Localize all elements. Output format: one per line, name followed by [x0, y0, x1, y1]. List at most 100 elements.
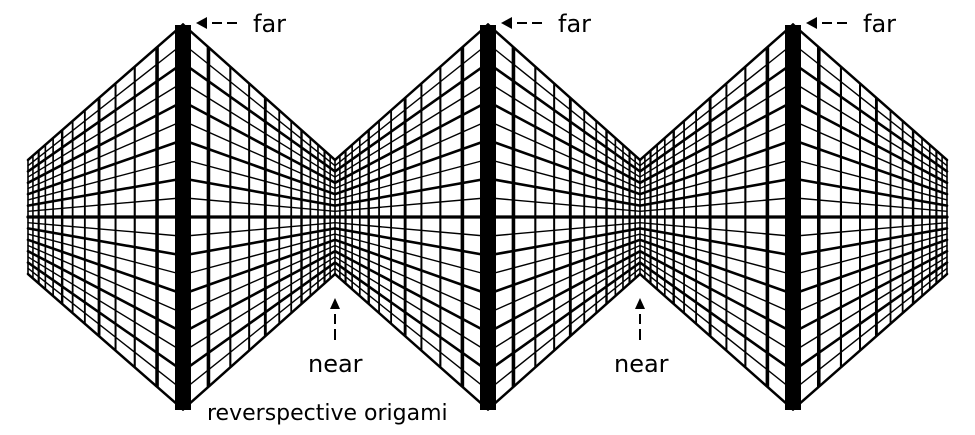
row-line	[791, 261, 949, 373]
row-line	[26, 227, 185, 257]
row-line	[182, 244, 336, 314]
row-line	[182, 197, 336, 213]
row-line	[333, 272, 490, 411]
row-line	[792, 256, 948, 353]
row-line	[334, 197, 489, 213]
row-line	[486, 61, 642, 173]
row-line	[26, 100, 185, 185]
row-line	[333, 238, 490, 296]
row-line	[638, 177, 795, 207]
row-line	[181, 177, 337, 207]
row-line	[182, 43, 336, 167]
row-line	[27, 244, 184, 314]
row-line	[334, 120, 489, 190]
row-line	[791, 100, 949, 185]
row-line	[333, 177, 490, 207]
row-line	[334, 81, 489, 178]
row-line	[486, 100, 642, 185]
row-line	[486, 177, 642, 207]
row-line	[792, 221, 948, 237]
row-line	[487, 120, 641, 190]
far-arrow-head	[501, 17, 512, 29]
row-line	[26, 249, 185, 334]
row-line	[638, 261, 795, 373]
row-line	[182, 81, 336, 178]
row-line	[487, 244, 641, 314]
row-line	[182, 120, 336, 190]
row-line	[27, 221, 184, 237]
row-line	[27, 197, 184, 213]
row-line	[334, 221, 489, 237]
row-line	[27, 233, 184, 276]
row-line	[334, 43, 489, 167]
row-line	[333, 61, 490, 173]
row-line	[638, 61, 795, 173]
row-line	[639, 43, 794, 167]
row-line	[26, 238, 185, 296]
row-line	[487, 233, 641, 276]
row-line	[333, 138, 490, 196]
far-label-3: far	[863, 10, 897, 38]
far-label-1: far	[253, 10, 287, 38]
row-line	[486, 227, 642, 257]
row-line	[792, 81, 948, 178]
row-line	[639, 244, 794, 314]
row-line	[26, 272, 185, 411]
row-line	[639, 81, 794, 178]
row-line	[639, 267, 794, 391]
row-line	[638, 23, 795, 162]
row-line	[27, 158, 184, 201]
row-line	[791, 272, 949, 411]
far-corner-post	[175, 25, 191, 410]
row-line	[791, 177, 949, 207]
row-line	[792, 158, 948, 201]
row-line	[334, 158, 489, 201]
row-line	[487, 158, 641, 201]
row-line	[638, 100, 795, 185]
row-line	[182, 221, 336, 237]
row-line	[27, 81, 184, 178]
row-line	[486, 138, 642, 196]
near-label-1: near	[308, 350, 363, 378]
row-line	[639, 120, 794, 190]
far-label-2: far	[558, 10, 592, 38]
row-line	[26, 177, 185, 207]
row-line	[487, 81, 641, 178]
row-line	[486, 272, 642, 411]
row-line	[791, 238, 949, 296]
row-line	[333, 227, 490, 257]
near-arrow-head	[330, 298, 340, 309]
row-line	[486, 238, 642, 296]
near-label-2: near	[614, 350, 669, 378]
row-line	[333, 261, 490, 373]
far-corner-post	[480, 25, 496, 410]
far-arrow-head	[806, 17, 817, 29]
row-line	[792, 197, 948, 213]
row-line	[791, 138, 949, 196]
far-arrow-head	[196, 17, 207, 29]
row-line	[182, 267, 336, 391]
row-line	[181, 61, 337, 173]
row-line	[487, 197, 641, 213]
row-line	[639, 197, 794, 213]
row-line	[638, 238, 795, 296]
row-line	[791, 23, 949, 162]
near-arrow-head	[635, 298, 645, 309]
row-line	[791, 249, 949, 334]
row-line	[333, 100, 490, 185]
row-line	[638, 272, 795, 411]
row-line	[182, 256, 336, 353]
row-line	[638, 249, 795, 334]
caption: reverspective origami	[207, 401, 448, 426]
row-line	[181, 100, 337, 185]
row-line	[334, 267, 489, 391]
row-line	[792, 43, 948, 167]
row-line	[182, 158, 336, 201]
row-line	[334, 244, 489, 314]
row-line	[487, 221, 641, 237]
row-line	[486, 249, 642, 334]
row-line	[487, 267, 641, 391]
row-line	[181, 249, 337, 334]
row-line	[27, 120, 184, 190]
row-line	[792, 244, 948, 314]
